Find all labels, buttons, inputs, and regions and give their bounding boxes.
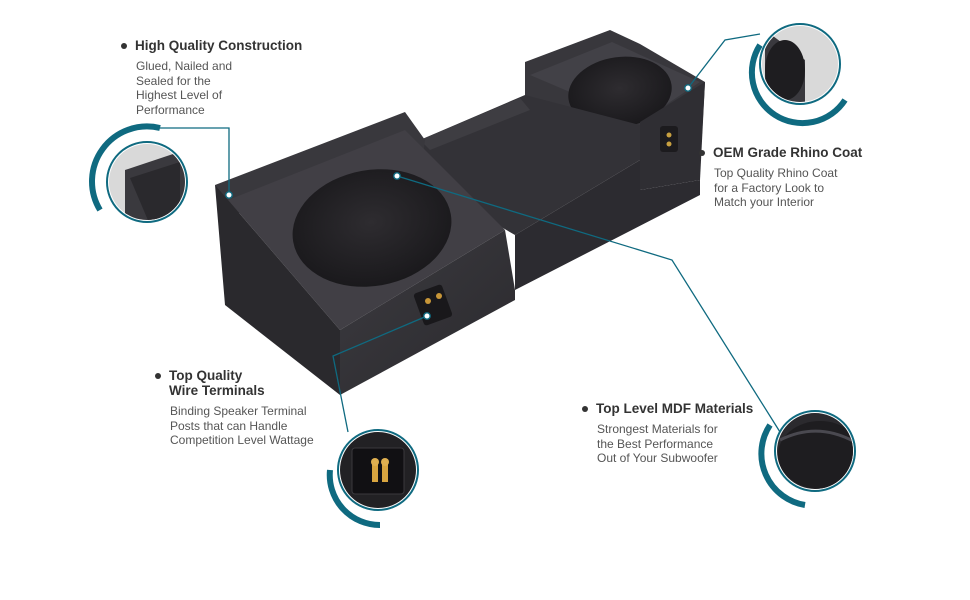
feature-terminals: Top Quality Wire Terminals Binding Speak… — [155, 368, 385, 448]
callout-terminals — [326, 429, 419, 529]
feature-description: Binding Speaker Terminal Posts that can … — [170, 404, 314, 447]
callout-construction — [89, 123, 188, 223]
feature-title: Top Level MDF Materials — [596, 401, 754, 416]
feature-description: Strongest Materials for the Best Perform… — [597, 422, 718, 465]
feature-title: OEM Grade Rhino Coat — [713, 145, 863, 160]
callout-coat — [748, 23, 848, 127]
bullet-icon — [155, 373, 161, 379]
callout-mdf — [758, 410, 856, 508]
bullet-icon — [121, 43, 127, 49]
feature-construction: High Quality Construction Glued, Nailed … — [121, 38, 351, 117]
feature-description: Top Quality Rhino Coat for a Factory Loo… — [714, 166, 838, 209]
bullet-icon — [582, 406, 588, 412]
leader-anchor-dots — [225, 84, 692, 320]
bullet-icon — [699, 150, 705, 156]
feature-coat: OEM Grade Rhino Coat Top Quality Rhino C… — [699, 145, 929, 210]
feature-title: High Quality Construction — [135, 38, 303, 53]
feature-mdf: Top Level MDF Materials Strongest Materi… — [582, 401, 812, 466]
feature-description: Glued, Nailed and Sealed for the Highest… — [136, 59, 233, 117]
leader-lines — [147, 33, 781, 433]
feature-title: Top Quality Wire Terminals — [169, 368, 265, 398]
